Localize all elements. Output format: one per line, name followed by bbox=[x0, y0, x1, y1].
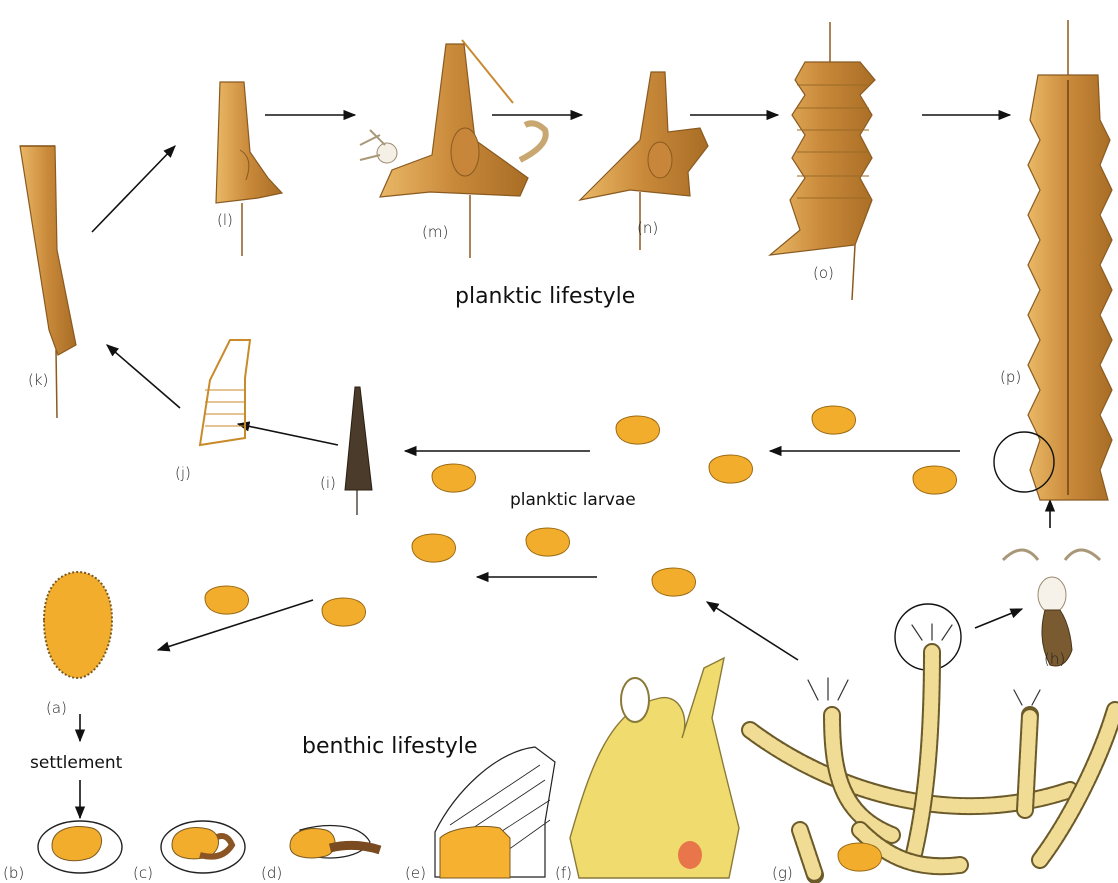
larva-blob bbox=[616, 416, 660, 444]
stage-label-g: (g) bbox=[772, 864, 793, 882]
larva-blob bbox=[205, 586, 249, 614]
stage-d-illustration bbox=[290, 826, 380, 858]
stage-label-m: (m) bbox=[422, 223, 448, 241]
stage-f-illustration bbox=[570, 658, 739, 878]
stage-j-illustration bbox=[200, 340, 250, 445]
stage-label-n: (n) bbox=[637, 219, 658, 237]
stage-l-illustration bbox=[216, 82, 282, 256]
larva-blob bbox=[432, 464, 476, 492]
stage-p-illustration bbox=[1028, 20, 1112, 500]
stage-label-c: (c) bbox=[133, 864, 153, 882]
larva-blob bbox=[652, 568, 696, 596]
stage-o-illustration bbox=[770, 22, 875, 300]
larva-blob bbox=[709, 455, 753, 483]
heading-planktic-lifestyle: planktic lifestyle bbox=[455, 284, 635, 309]
stage-label-b: (b) bbox=[3, 864, 24, 882]
stage-i-illustration bbox=[345, 387, 372, 515]
stage-label-l: (l) bbox=[217, 211, 233, 229]
stage-b-illustration bbox=[38, 821, 122, 873]
arrow-g-to-h bbox=[975, 609, 1022, 628]
stage-m-illustration bbox=[360, 40, 546, 258]
heading-planktic-larvae: planktic larvae bbox=[510, 490, 636, 510]
stage-e-illustration bbox=[435, 747, 555, 878]
larva-blob bbox=[412, 534, 456, 562]
arrow-g-to-larvae bbox=[707, 602, 798, 660]
stage-label-j: (j) bbox=[175, 464, 191, 482]
stage-label-k: (k) bbox=[28, 371, 48, 389]
stage-label-f: (f) bbox=[555, 864, 572, 882]
stage-a-illustration bbox=[44, 572, 112, 678]
stage-label-i: (i) bbox=[320, 474, 336, 492]
larva-blob bbox=[322, 598, 366, 626]
stage-label-o: (o) bbox=[813, 264, 834, 282]
stage-h-illustration bbox=[1003, 550, 1100, 666]
heading-settlement: settlement bbox=[30, 753, 123, 773]
stage-label-d: (d) bbox=[261, 864, 282, 882]
stage-c-illustration bbox=[161, 821, 245, 873]
arrow-i-to-j bbox=[238, 424, 338, 445]
heading-benthic-lifestyle: benthic lifestyle bbox=[302, 734, 477, 759]
stage-label-h: (h) bbox=[1044, 650, 1065, 668]
planktic-larvae-group bbox=[205, 406, 957, 626]
stage-label-e: (e) bbox=[405, 864, 426, 882]
larva-blob bbox=[913, 466, 957, 494]
larva-blob bbox=[812, 406, 856, 434]
arrow-j-to-k bbox=[107, 345, 180, 408]
stage-label-a: (a) bbox=[46, 699, 67, 717]
larva-blob bbox=[526, 528, 570, 556]
arrow-k-to-l bbox=[92, 146, 175, 232]
stage-label-p: (p) bbox=[1000, 368, 1021, 386]
